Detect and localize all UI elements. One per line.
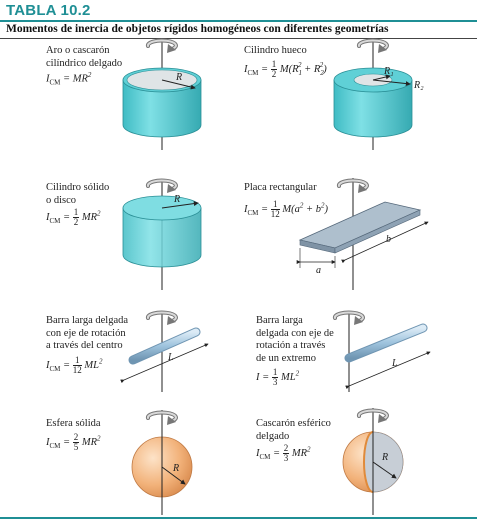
rod-end-label-line-1: Barra larga	[256, 315, 303, 326]
rod-end-length-dimension	[345, 351, 431, 390]
spherical-shell-label: Cascarón esférico delgado	[256, 418, 331, 443]
subtitle-rule	[0, 38, 477, 39]
rect-plate-figure: a b	[296, 178, 429, 290]
bottom-rule	[0, 517, 477, 519]
rect-plate-b-label: b	[386, 234, 391, 245]
solid-sphere-figure: R	[131, 410, 193, 515]
hollow-cylinder-figure: R₁ R₂	[333, 38, 424, 150]
solid-cylinder-figure: R	[122, 178, 202, 290]
hollow-cylinder-r1-arrow	[372, 74, 391, 81]
rod-end-label-line-2: delgada con eje de	[256, 327, 334, 339]
hoop-radius-label: R	[175, 72, 182, 83]
rod-center-figure: L	[120, 310, 209, 392]
hoop-radius-arrow	[161, 79, 196, 90]
solid-cylinder-radius-label: R	[173, 194, 180, 205]
rect-plate-label: Placa rectangular	[244, 182, 317, 195]
solid-cylinder-label-line-1: Cilindro sólido	[46, 182, 110, 193]
spherical-shell-label-line-2: delgado	[256, 430, 290, 442]
rod-center-length-label: L	[167, 352, 174, 363]
spherical-shell-radius-label: R	[381, 452, 388, 463]
rect-plate-a-label: a	[316, 265, 321, 276]
rod-end-figure: L	[332, 310, 431, 392]
solid-sphere-label-line-1: Esfera sólida	[46, 418, 101, 429]
solid-cylinder-label: Cilindro sólido o disco	[46, 182, 109, 207]
solid-cylinder-radius-arrow	[161, 201, 199, 209]
solid-sphere-radius-label: R	[172, 463, 179, 474]
spherical-shell-figure: R	[342, 408, 404, 515]
hoop-label-line-1: Aro o cascarón	[46, 45, 110, 56]
rod-center-label-line-3: a través del centro	[46, 340, 123, 351]
rod-center-label: Barra larga delgada con eje de rotación …	[46, 315, 128, 353]
hollow-cylinder-label-line-1: Cilindro hueco	[244, 45, 307, 56]
rect-plate-b-dimension	[341, 221, 429, 264]
rect-plate-label-line-1: Placa rectangular	[244, 182, 317, 193]
hoop-label: Aro o cascarón cilíndrico delgado	[46, 45, 122, 70]
hoop-figure: R	[122, 38, 202, 150]
rod-end-label: Barra larga delgada con eje de rotación …	[256, 315, 334, 365]
hollow-cylinder-r2-label: R₂	[413, 80, 424, 91]
rod-center-label-line-2: con eje de rotación	[46, 327, 126, 339]
rod-end-label-line-4: de un extremo	[256, 352, 317, 364]
rod-center-length-dimension	[120, 343, 209, 384]
table-subtitle: Momentos de inercia de objetos rígidos h…	[6, 23, 389, 35]
title-rule	[0, 20, 477, 22]
rod-end-length-label: L	[391, 358, 398, 369]
solid-sphere-radius-arrow	[161, 466, 186, 485]
hoop-formula: ICM = MR2	[46, 71, 92, 87]
spherical-shell-label-line-1: Cascarón esférico	[256, 418, 331, 429]
hollow-cylinder-r1-label: R₁	[383, 66, 394, 77]
spherical-shell-radius-arrow	[372, 461, 397, 479]
solid-sphere-label: Esfera sólida	[46, 418, 101, 431]
hoop-label-line-2: cilíndrico delgado	[46, 57, 123, 69]
table-title: TABLA 10.2	[6, 2, 91, 19]
rod-center-label-line-1: Barra larga delgada	[46, 315, 129, 326]
hollow-cylinder-r2-arrow	[372, 79, 411, 87]
hollow-cylinder-label: Cilindro hueco	[244, 45, 307, 58]
rod-end-label-line-3: rotación a través	[256, 340, 326, 351]
solid-cylinder-label-line-2: o disco	[46, 194, 77, 206]
